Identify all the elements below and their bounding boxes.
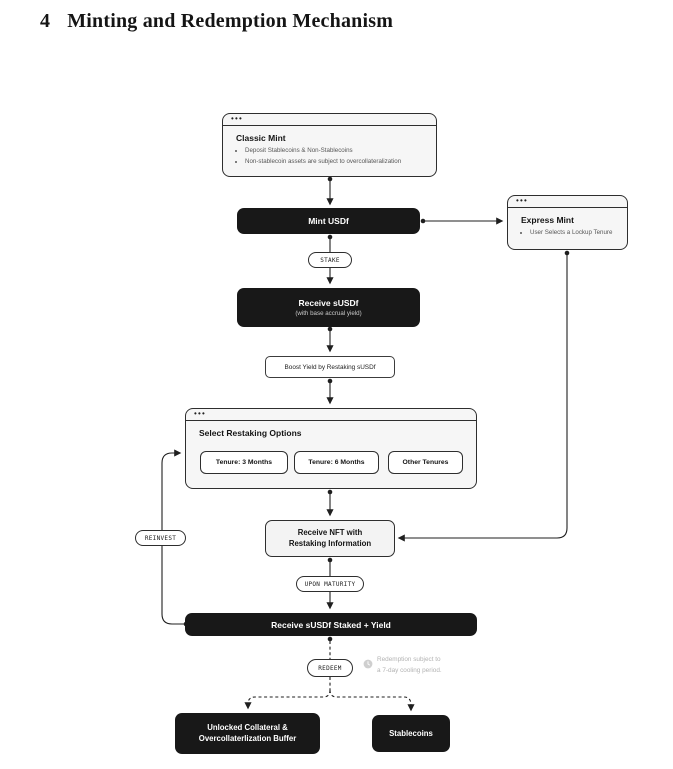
stablecoins-label: Stablecoins (389, 729, 433, 738)
boost-yield-label: Boost Yield by Restaking sUSDf (284, 363, 376, 371)
unlocked-collateral-node: Unlocked Collateral & Overcollaterlizati… (175, 713, 320, 754)
receive-susdf-node: Receive sUSDf (with base accrual yield) (237, 288, 420, 327)
upon-maturity-pill-label: UPON MATURITY (304, 580, 356, 588)
window-header: ••• (508, 196, 627, 208)
bullet-item: Deposit Stablecoins & Non-Stablecoins (245, 147, 436, 154)
section-title: Minting and Redemption Mechanism (67, 10, 394, 32)
receive-nft-node: Receive NFT with Restaking Information (265, 520, 395, 557)
boost-yield-node: Boost Yield by Restaking sUSDf (265, 356, 395, 378)
stablecoins-node: Stablecoins (372, 715, 450, 752)
receive-nft-line2: Restaking Information (288, 538, 372, 548)
redemption-note: Redemption subject to a 7-day cooling pe… (377, 655, 442, 676)
stake-pill-label: STAKE (320, 256, 340, 264)
stake-pill: STAKE (308, 252, 352, 268)
express-mint-bullets: User Selects a Lockup Tenure (508, 229, 627, 236)
receive-susdf-sublabel: (with base accrual yield) (295, 310, 362, 317)
reinvest-pill-label: REINVEST (144, 534, 177, 542)
section-number: 4 (40, 10, 51, 32)
other-tenures-label: Other Tenures (402, 459, 449, 466)
bullet-item: User Selects a Lockup Tenure (530, 229, 627, 236)
select-restaking-title: Select Restaking Options (199, 428, 302, 438)
mint-usdf-label: Mint USDf (308, 216, 349, 226)
staked-yield-label: Receive sUSDf Staked + Yield (271, 619, 391, 630)
express-mint-title: Express Mint (521, 215, 574, 225)
classic-mint-title: Classic Mint (236, 133, 286, 143)
receive-nft-line1: Receive NFT with (297, 527, 363, 537)
unlocked-collateral-line2: Overcollaterlization Buffer (198, 733, 297, 743)
tenure-6-months-label: Tenure: 6 Months (308, 459, 365, 466)
tenure-6-months-option: Tenure: 6 Months (294, 451, 379, 474)
redeem-pill-label: REDEEM (318, 664, 342, 672)
receive-susdf-label: Receive sUSDf (298, 298, 359, 308)
reinvest-pill: REINVEST (135, 530, 186, 546)
bullet-item: Non-stablecoin assets are subject to ove… (245, 158, 436, 165)
classic-mint-bullets: Deposit Stablecoins & Non-Stablecoins No… (223, 147, 436, 165)
select-restaking-panel: ••• Select Restaking Options Tenure: 3 M… (185, 408, 477, 489)
tenure-3-months-label: Tenure: 3 Months (215, 459, 273, 466)
other-tenures-option: Other Tenures (388, 451, 463, 474)
staked-yield-node: Receive sUSDf Staked + Yield (185, 613, 477, 636)
upon-maturity-pill: UPON MATURITY (296, 576, 364, 592)
window-header: ••• (223, 114, 436, 126)
window-header: ••• (186, 409, 476, 421)
mint-usdf-node: Mint USDf (237, 208, 420, 234)
unlocked-collateral-line1: Unlocked Collateral & (207, 722, 288, 732)
redemption-note-line2: a 7-day cooling period. (377, 666, 442, 674)
tenure-3-months-option: Tenure: 3 Months (200, 451, 288, 474)
express-mint-panel: ••• Express Mint User Selects a Lockup T… (507, 195, 628, 250)
redemption-note-line1: Redemption subject to (377, 656, 441, 663)
redeem-pill: REDEEM (307, 659, 353, 677)
section-heading: 4 Minting and Redemption Mechanism (40, 10, 393, 33)
classic-mint-panel: ••• Classic Mint Deposit Stablecoins & N… (222, 113, 437, 177)
clock-icon (363, 659, 373, 669)
